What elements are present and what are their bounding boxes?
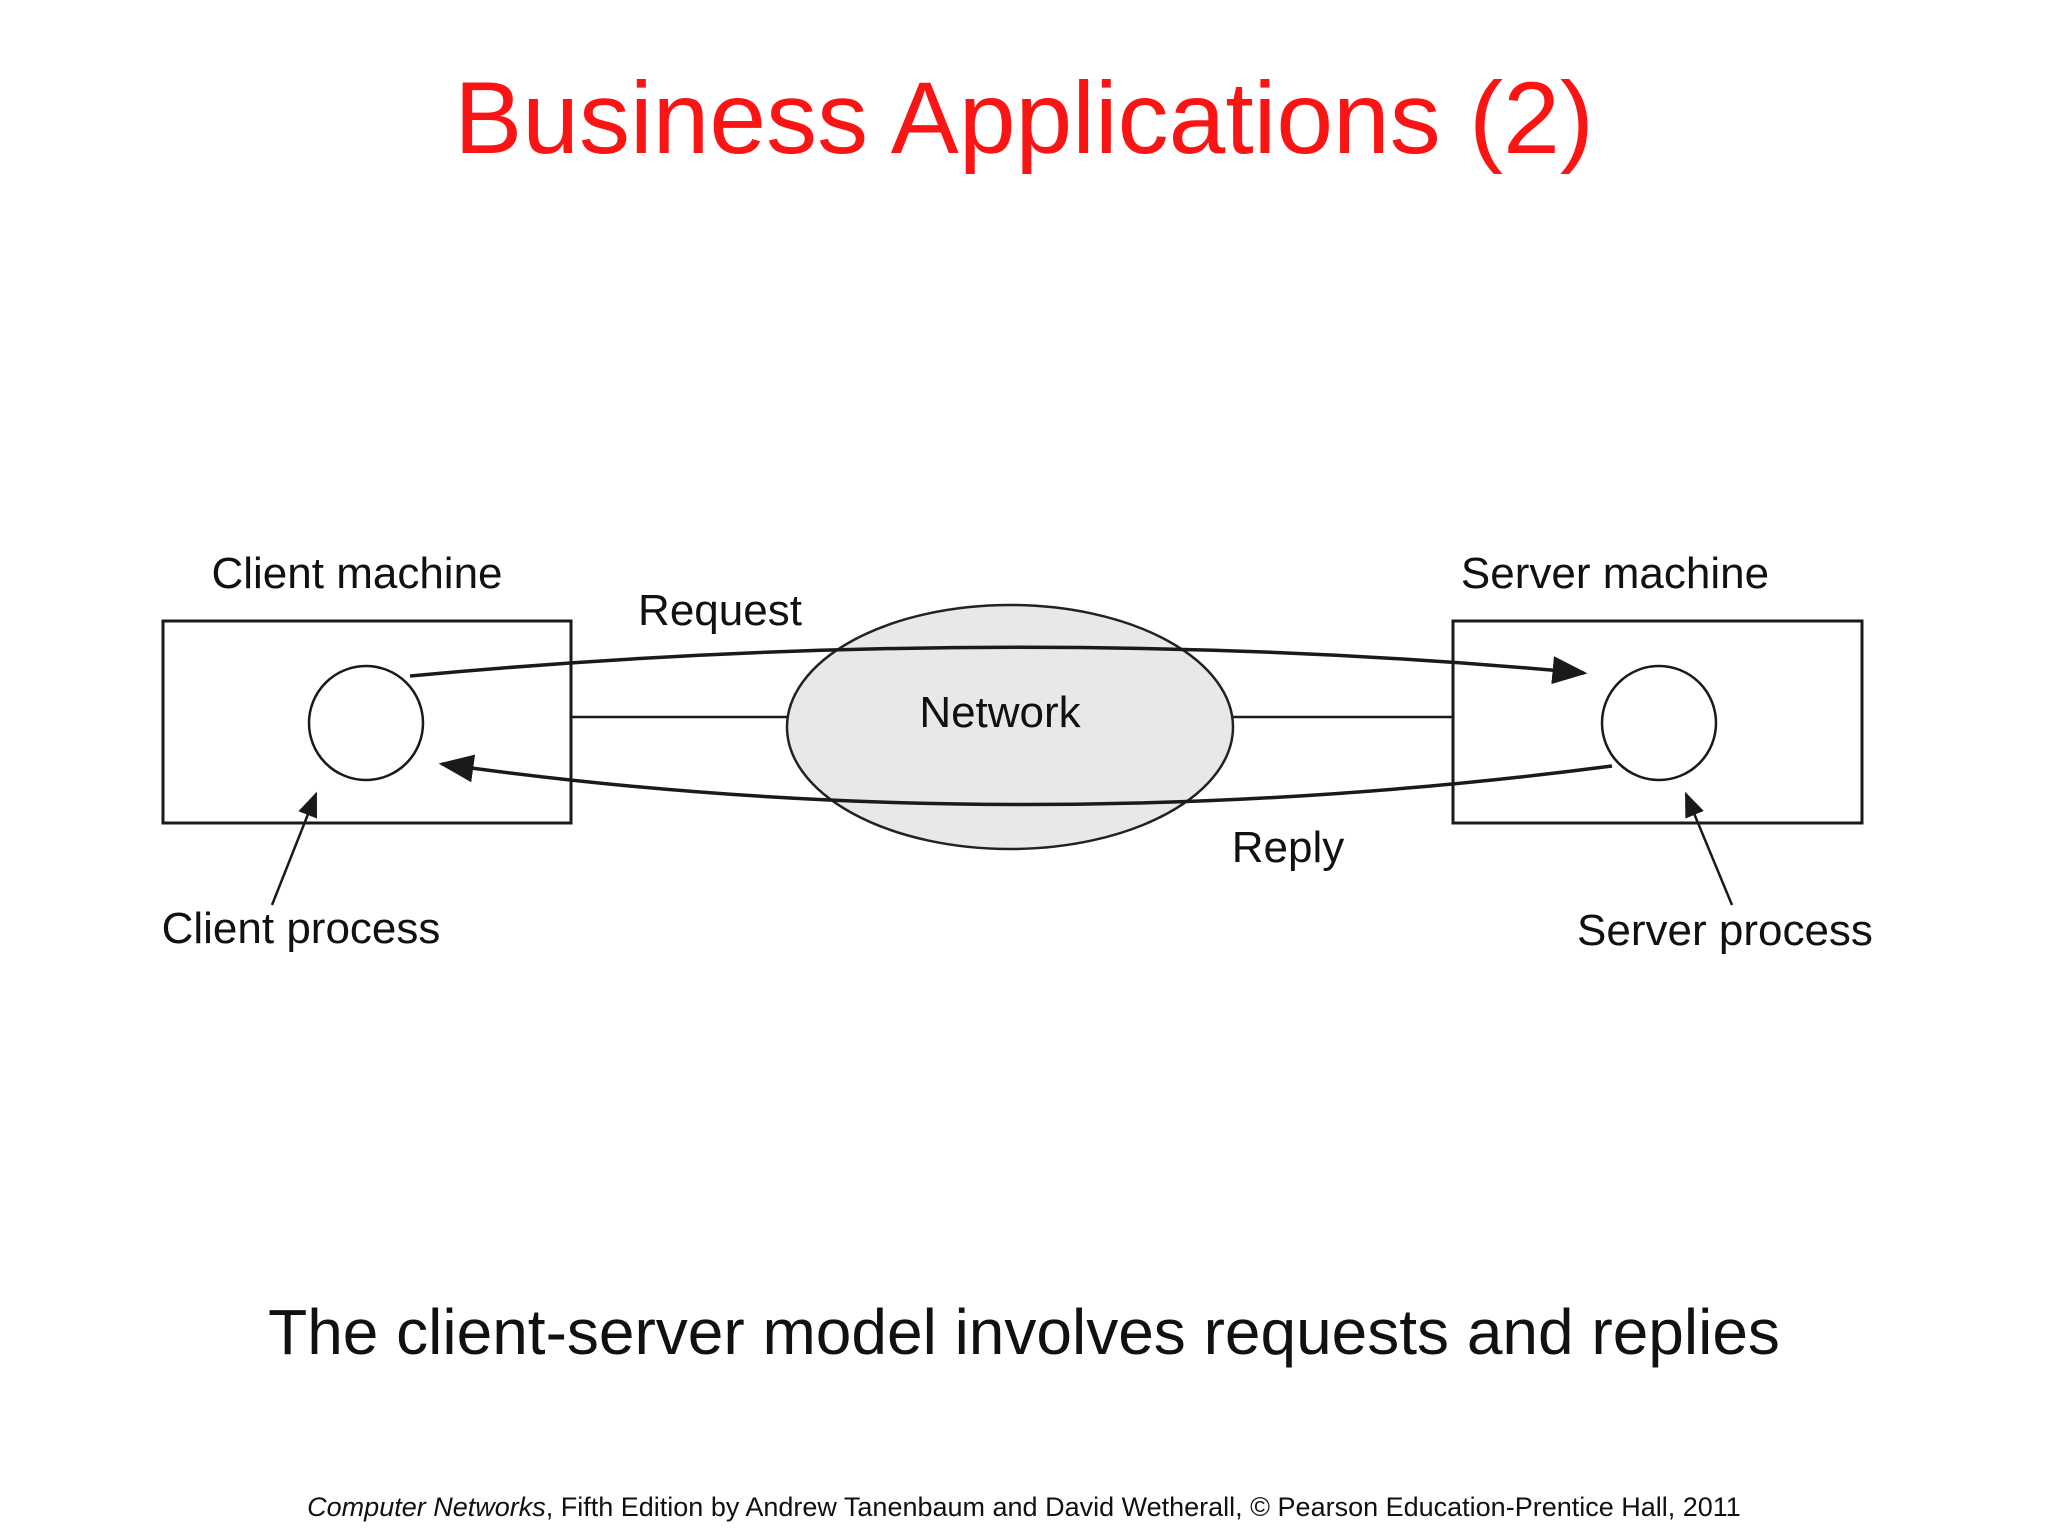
client-process-label: Client process [162,904,441,953]
client-machine-label: Client machine [211,549,502,598]
request-label: Request [638,586,802,635]
server-machine-label: Server machine [1461,549,1769,598]
footer-book-title: Computer Networks [307,1492,546,1522]
slide-title: Business Applications (2) [454,61,1594,175]
server-process-circle [1600,664,1718,782]
slide-footer: Computer Networks, Fifth Edition by Andr… [0,1492,2048,1523]
slide-caption: The client-server model involves request… [268,1296,1780,1368]
reply-label: Reply [1232,823,1345,872]
reply-arrow [438,754,1613,807]
client-process-pointer-arrow [270,791,318,906]
network-cloud [785,603,1235,851]
footer-credit-text: , Fifth Edition by Andrew Tanenbaum and … [545,1492,1741,1522]
client-process-circle [307,664,425,782]
server-process-pointer-arrow [1684,791,1734,906]
request-arrow [409,645,1588,685]
server-process-label: Server process [1577,906,1873,955]
network-label: Network [919,688,1081,737]
